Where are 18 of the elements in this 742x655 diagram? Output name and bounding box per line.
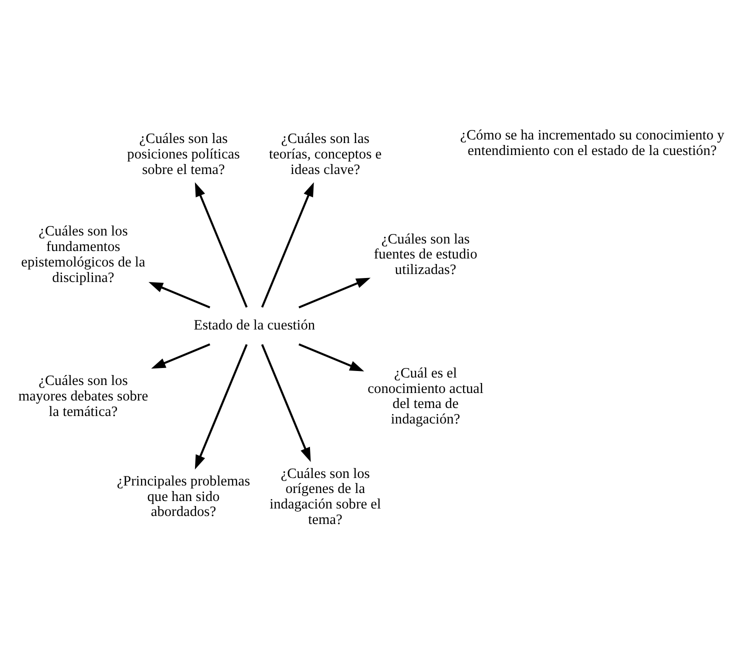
arrow — [148, 282, 210, 308]
node-text: ¿Cuál es el conocimiento actual del tema de indagación? — [368, 365, 484, 428]
node-text: ¿Cuáles son las posiciones políticas sobre el tema? — [127, 130, 240, 178]
node-text: ¿Cuáles son los fundamentos epistemológicos de la disciplina? — [21, 223, 146, 286]
arrow — [151, 342, 210, 368]
node-text: ¿Principales problemas que han sido abordados? — [116, 472, 250, 520]
label: ¿Cómo se ha incrementado su conocimiento y entendimiento con el estado de la cuestión? — [460, 127, 724, 159]
node-text: ¿Cuáles son los orígenes de la indagación sobre el tema? — [270, 465, 381, 528]
arrow — [298, 277, 371, 308]
node-text: ¿Cuáles son las teorías, conceptos e ideas clave? — [269, 130, 382, 178]
arrow — [261, 344, 311, 462]
node-text: ¿Cuáles son las fuentes de estudio utilizadas? — [374, 230, 478, 278]
arrow — [298, 342, 364, 371]
arrow — [194, 344, 248, 469]
arrow — [194, 182, 248, 308]
node-text: ¿Cuáles son los mayores debates sobre la temática? — [18, 372, 148, 420]
node-text: Estado de la cuestión — [194, 317, 316, 334]
arrow — [261, 182, 314, 308]
